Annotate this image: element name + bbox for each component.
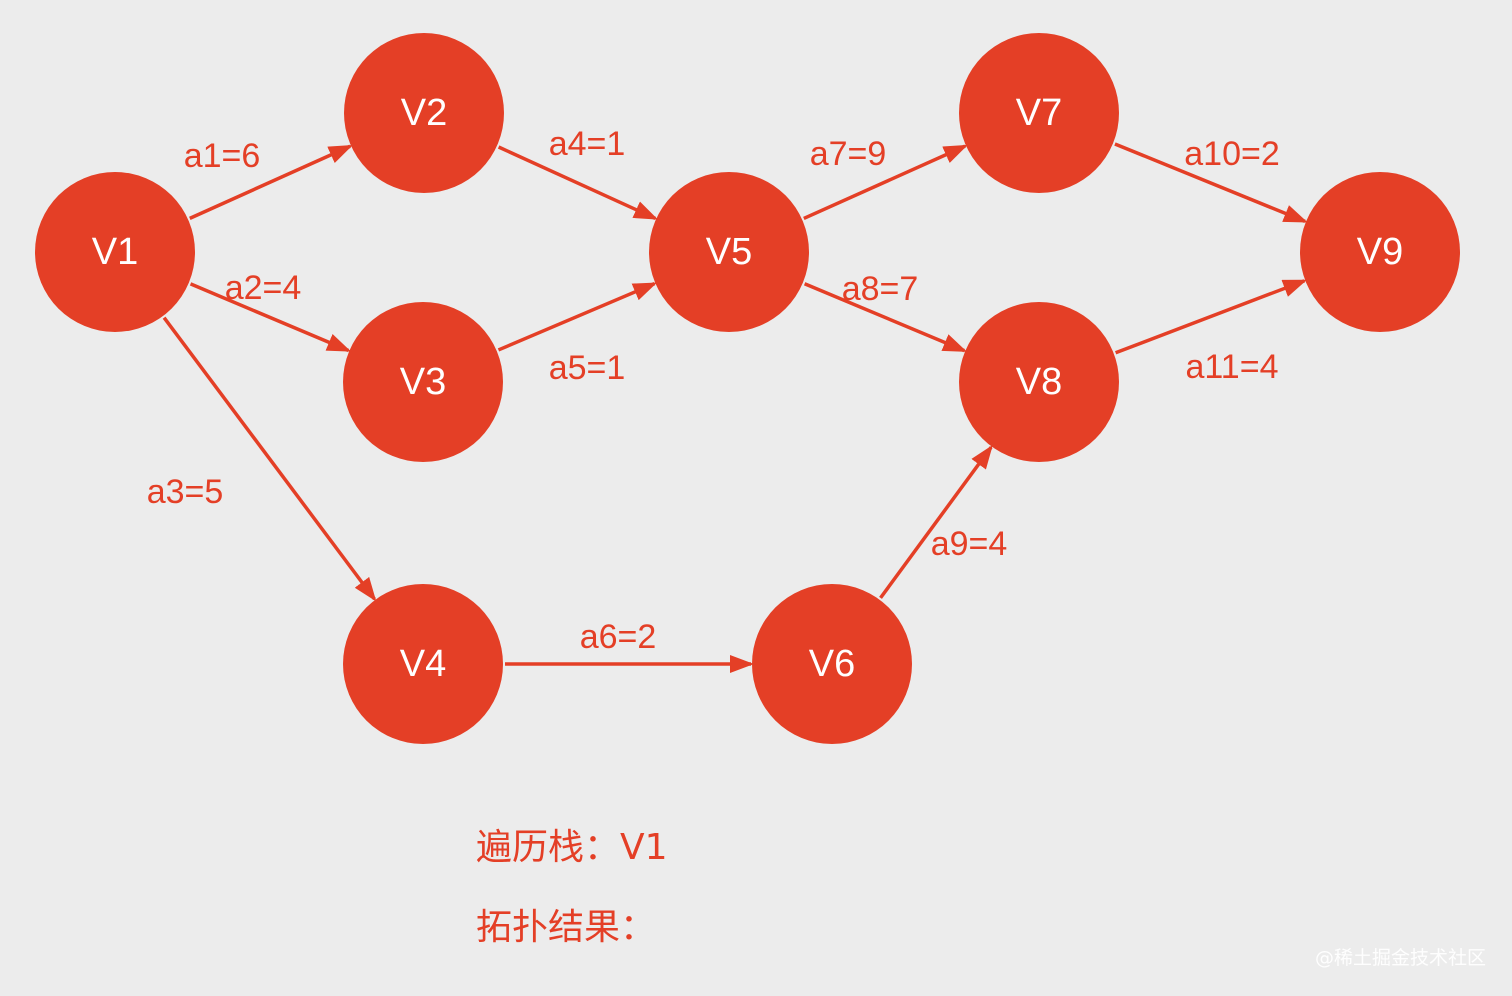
node-label-v7: V7 xyxy=(1016,92,1062,134)
edges-layer xyxy=(162,142,1308,673)
node-label-v9: V9 xyxy=(1357,231,1403,273)
node-circle-v9 xyxy=(1300,172,1460,332)
node-v8: V8 xyxy=(959,302,1119,462)
node-label-v6: V6 xyxy=(809,643,855,685)
node-v3: V3 xyxy=(343,302,503,462)
edge-arrow-v7-v9 xyxy=(1114,142,1308,224)
edge-labels-layer: a1=6 a2=4 a3=5 a4=1 a5=1 a6=2 a7=9 a8=7 a9=4 a10=… xyxy=(147,125,1280,656)
traversal-stack-value: V1 xyxy=(620,827,668,868)
edge-arrow-v5-v7 xyxy=(803,144,968,221)
edge-arrow-v8-v9 xyxy=(1114,279,1308,355)
edge-arrow-v1-v4 xyxy=(162,316,377,602)
watermark: @稀土掘金技术社区 xyxy=(1314,947,1486,969)
edge-arrow-v1-v3 xyxy=(189,282,352,353)
node-label-v1: V1 xyxy=(92,231,138,273)
edge-label-v5-v8: a8=7 xyxy=(842,270,919,308)
node-v5: V5 xyxy=(649,172,809,332)
edge-label-v2-v5: a4=1 xyxy=(549,125,626,163)
node-circle-v6 xyxy=(752,584,912,744)
edge-label-v7-v9: a10=2 xyxy=(1184,135,1280,173)
traversal-stack-label: 遍历栈： xyxy=(476,827,621,868)
topological-result-label: 拓扑结果： xyxy=(476,907,657,948)
node-circle-v5 xyxy=(649,172,809,332)
edge-arrow-v1-v2 xyxy=(189,144,353,220)
node-v1: V1 xyxy=(35,172,195,332)
node-circle-v7 xyxy=(959,33,1119,193)
node-label-v3: V3 xyxy=(400,361,446,403)
edge-label-v3-v5: a5=1 xyxy=(549,349,626,387)
node-label-v4: V4 xyxy=(400,643,446,685)
node-label-v5: V5 xyxy=(706,231,752,273)
edge-arrow-v6-v8 xyxy=(879,444,993,599)
node-v9: V9 xyxy=(1300,172,1460,332)
edge-label-v5-v7: a7=9 xyxy=(810,135,887,173)
node-v2: V2 xyxy=(344,33,504,193)
topological-result-line: 拓扑结果： xyxy=(476,898,656,950)
node-label-v2: V2 xyxy=(401,92,447,134)
edge-arrow-v5-v8 xyxy=(803,282,968,353)
traversal-stack-line: 遍历栈：V1 xyxy=(476,818,668,870)
node-v6: V6 xyxy=(752,584,912,744)
node-circle-v1 xyxy=(35,172,195,332)
edge-label-v1-v4: a3=5 xyxy=(147,473,224,511)
edge-label-v8-v9: a11=4 xyxy=(1186,348,1279,386)
node-circle-v2 xyxy=(344,33,504,193)
edge-label-v6-v8: a9=4 xyxy=(931,525,1008,563)
node-circle-v3 xyxy=(343,302,503,462)
edge-label-v1-v2: a1=6 xyxy=(184,137,261,175)
node-circle-v4 xyxy=(343,584,503,744)
node-v7: V7 xyxy=(959,33,1119,193)
edge-arrow-v2-v5 xyxy=(497,145,659,221)
node-label-v8: V8 xyxy=(1016,361,1062,403)
node-v4: V4 xyxy=(343,584,503,744)
node-circle-v8 xyxy=(959,302,1119,462)
edge-label-v1-v3: a2=4 xyxy=(225,269,302,307)
edge-label-v4-v6: a6=2 xyxy=(580,618,657,656)
edge-arrow-v3-v5 xyxy=(497,282,658,352)
